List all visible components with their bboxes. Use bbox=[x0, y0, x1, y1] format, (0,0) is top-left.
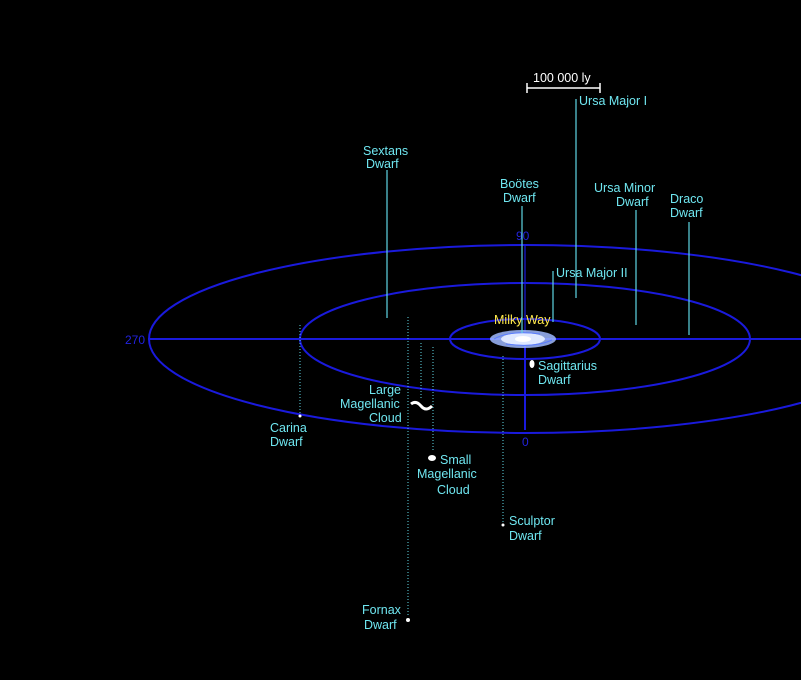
carina-label-1: Carina bbox=[270, 421, 307, 435]
sagittarius-label-1: Sagittarius bbox=[538, 359, 597, 373]
smc-label-1: Small bbox=[440, 453, 471, 467]
bootes-label-2: Dwarf bbox=[503, 191, 536, 205]
smc-label-3: Cloud bbox=[437, 483, 470, 497]
ursa-major-1: Ursa Major I bbox=[575, 94, 647, 298]
milky-way-label: Milky Way bbox=[494, 313, 551, 327]
carina-dwarf: Carina Dwarf bbox=[270, 325, 307, 449]
ursa-major-2-label: Ursa Major II bbox=[556, 266, 628, 280]
ursa-minor-label-2: Dwarf bbox=[616, 195, 649, 209]
sagittarius-label-2: Dwarf bbox=[538, 373, 571, 387]
smc-label-2: Magellanic bbox=[417, 467, 477, 481]
degree-0-label: 0 bbox=[522, 435, 529, 449]
bootes-label-1: Boötes bbox=[500, 177, 539, 191]
fornax-label-1: Fornax bbox=[362, 603, 402, 617]
draco-label-1: Draco bbox=[670, 192, 703, 206]
ursa-minor-dwarf: Ursa Minor Dwarf bbox=[594, 181, 655, 325]
small-magellanic-cloud: Small Magellanic Cloud bbox=[417, 347, 477, 497]
sextans-dwarf: Sextans Dwarf bbox=[363, 144, 408, 318]
carina-label-2: Dwarf bbox=[270, 435, 303, 449]
scale-label: 100 000 ly bbox=[533, 71, 591, 85]
lmc-label-1: Large bbox=[369, 383, 401, 397]
lmc-label-3: Cloud bbox=[369, 411, 402, 425]
sagittarius-dwarf: Sagittarius Dwarf bbox=[529, 359, 597, 387]
draco-label-2: Dwarf bbox=[670, 206, 703, 220]
milky-way: Milky Way bbox=[490, 313, 556, 348]
large-magellanic-cloud: Large Magellanic Cloud bbox=[340, 343, 434, 425]
sextans-label-2: Dwarf bbox=[366, 157, 399, 171]
sextans-label-1: Sextans bbox=[363, 144, 408, 158]
degree-270-label: 270 bbox=[125, 333, 145, 347]
degree-90-label: 90 bbox=[516, 229, 530, 243]
ursa-major-1-label: Ursa Major I bbox=[579, 94, 647, 108]
fornax-dwarf: Fornax Dwarf bbox=[362, 317, 410, 632]
sculptor-dwarf: Sculptor Dwarf bbox=[501, 356, 555, 543]
fornax-label-2: Dwarf bbox=[364, 618, 397, 632]
ursa-minor-label-1: Ursa Minor bbox=[594, 181, 655, 195]
sculptor-label-2: Dwarf bbox=[509, 529, 542, 543]
scale-bar: 100 000 ly bbox=[526, 71, 601, 93]
bootes-dwarf: Boötes Dwarf bbox=[500, 177, 539, 333]
lmc-label-2: Magellanic bbox=[340, 397, 400, 411]
draco-dwarf: Draco Dwarf bbox=[670, 192, 703, 335]
sculptor-label-1: Sculptor bbox=[509, 514, 555, 528]
ursa-major-2: Ursa Major II bbox=[552, 266, 628, 322]
